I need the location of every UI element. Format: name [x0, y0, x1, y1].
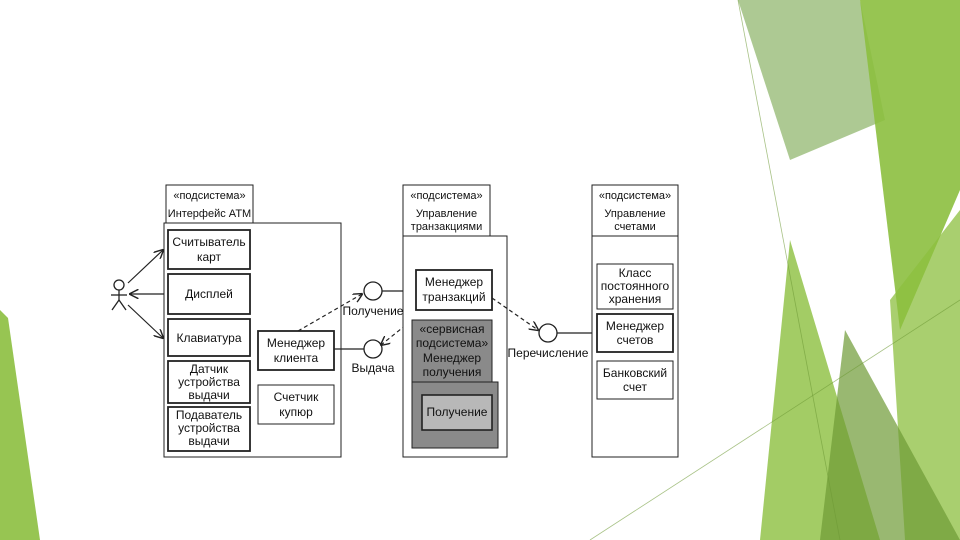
- service-line-2: подсистема»: [416, 336, 489, 350]
- service-inner-receive-label: Получение: [427, 405, 488, 419]
- component-bank-account: Банковский счет: [596, 360, 674, 400]
- dispense-sensor-line-1: Датчик: [190, 362, 229, 376]
- client-manager-line-2: клиента: [274, 351, 319, 365]
- green-shard-left: [0, 310, 40, 540]
- service-line-3: Менеджер: [423, 351, 482, 365]
- component-keyboard: Клавиатура: [167, 318, 251, 357]
- bill-counter-line-1: Счетчик: [274, 390, 320, 404]
- component-card-reader: Считыватель карт: [167, 229, 251, 270]
- subsystem-accounts-stereotype: «подсистема»: [599, 190, 671, 202]
- persistence-line-3: хранения: [609, 292, 661, 306]
- subsystem-atm-name: Интерфейс ATM: [168, 208, 251, 220]
- green-shard-top-band: [738, 0, 885, 160]
- subsystem-atm-stereotype: «подсистема»: [173, 190, 245, 202]
- client-manager-line-1: Менеджер: [267, 336, 326, 350]
- component-display: Дисплей: [167, 273, 251, 315]
- interface-receive-label: Получение: [343, 304, 404, 318]
- account-manager-line-1: Менеджер: [606, 319, 665, 333]
- persistence-line-2: постоянного: [601, 279, 670, 293]
- interface-dispense: Выдача: [352, 339, 395, 375]
- dispense-sensor-line-2: устройства: [178, 375, 240, 389]
- service-line-1: «сервисная: [420, 322, 485, 336]
- display-line-1: Дисплей: [185, 287, 233, 301]
- dep-tx-manager-to-transfer: [491, 297, 538, 330]
- interface-receive: Получение: [343, 281, 404, 318]
- keyboard-line-1: Клавиатура: [177, 331, 242, 345]
- bill-counter-line-2: купюр: [279, 405, 313, 419]
- account-manager-line-2: счетов: [617, 333, 654, 347]
- dep-client-to-receive: [297, 294, 362, 332]
- card-reader-line-1: Считыватель: [172, 235, 245, 249]
- service-line-4: получения: [423, 365, 482, 379]
- bank-account-line-2: счет: [623, 380, 647, 394]
- bank-account-line-1: Банковский: [603, 366, 667, 380]
- deco-line-2: [589, 299, 960, 540]
- actor-icon: [111, 279, 127, 311]
- interface-transfer-label: Перечисление: [508, 346, 589, 360]
- arrow-actor-card-reader: [127, 250, 163, 284]
- dispenser-line-1: Подаватель: [176, 408, 242, 422]
- subsystem-transactions-stereotype: «подсистема»: [410, 190, 482, 202]
- subsystem-accounts-name-1: Управление: [604, 208, 665, 220]
- service-subsystem-tab: [411, 319, 493, 383]
- tx-manager-line-2: транзакций: [422, 290, 485, 304]
- subsystem-transactions-name-1: Управление: [416, 208, 477, 220]
- component-transaction-manager: Менеджер транзакций: [415, 269, 493, 311]
- component-account-manager: Менеджер счетов: [596, 313, 674, 353]
- dispenser-line-2: устройства: [178, 421, 240, 435]
- component-dispenser: Подаватель устройства выдачи: [167, 406, 251, 452]
- component-persistence-class: Класс постоянного хранения: [596, 263, 674, 310]
- dispenser-line-3: выдачи: [188, 434, 229, 448]
- component-dispense-sensor: Датчик устройства выдачи: [167, 360, 251, 404]
- interface-dispense-label: Выдача: [352, 361, 395, 375]
- green-shard-bottom-2: [820, 330, 960, 540]
- component-bill-counter: Счетчик купюр: [257, 384, 335, 425]
- arrow-actor-keyboard: [127, 304, 163, 338]
- card-reader-line-2: карт: [197, 250, 222, 264]
- subsystem-transactions-tab: [402, 184, 491, 237]
- interface-transfer: Перечисление: [508, 323, 589, 360]
- subsystem-accounts-name-2: счетами: [614, 221, 656, 233]
- subsystem-transactions-name-2: транзакциями: [411, 221, 482, 233]
- component-client-manager: Менеджер клиента: [257, 330, 335, 371]
- subsystem-accounts-tab: [591, 184, 679, 237]
- tx-manager-line-1: Менеджер: [425, 275, 484, 289]
- dispense-sensor-line-3: выдачи: [188, 388, 229, 402]
- service-inner-receive: [421, 394, 493, 431]
- service-subsystem: «сервисная подсистема» Менеджер получени…: [411, 319, 499, 449]
- persistence-line-1: Класс: [619, 266, 652, 280]
- deco-line-1: [737, 0, 841, 540]
